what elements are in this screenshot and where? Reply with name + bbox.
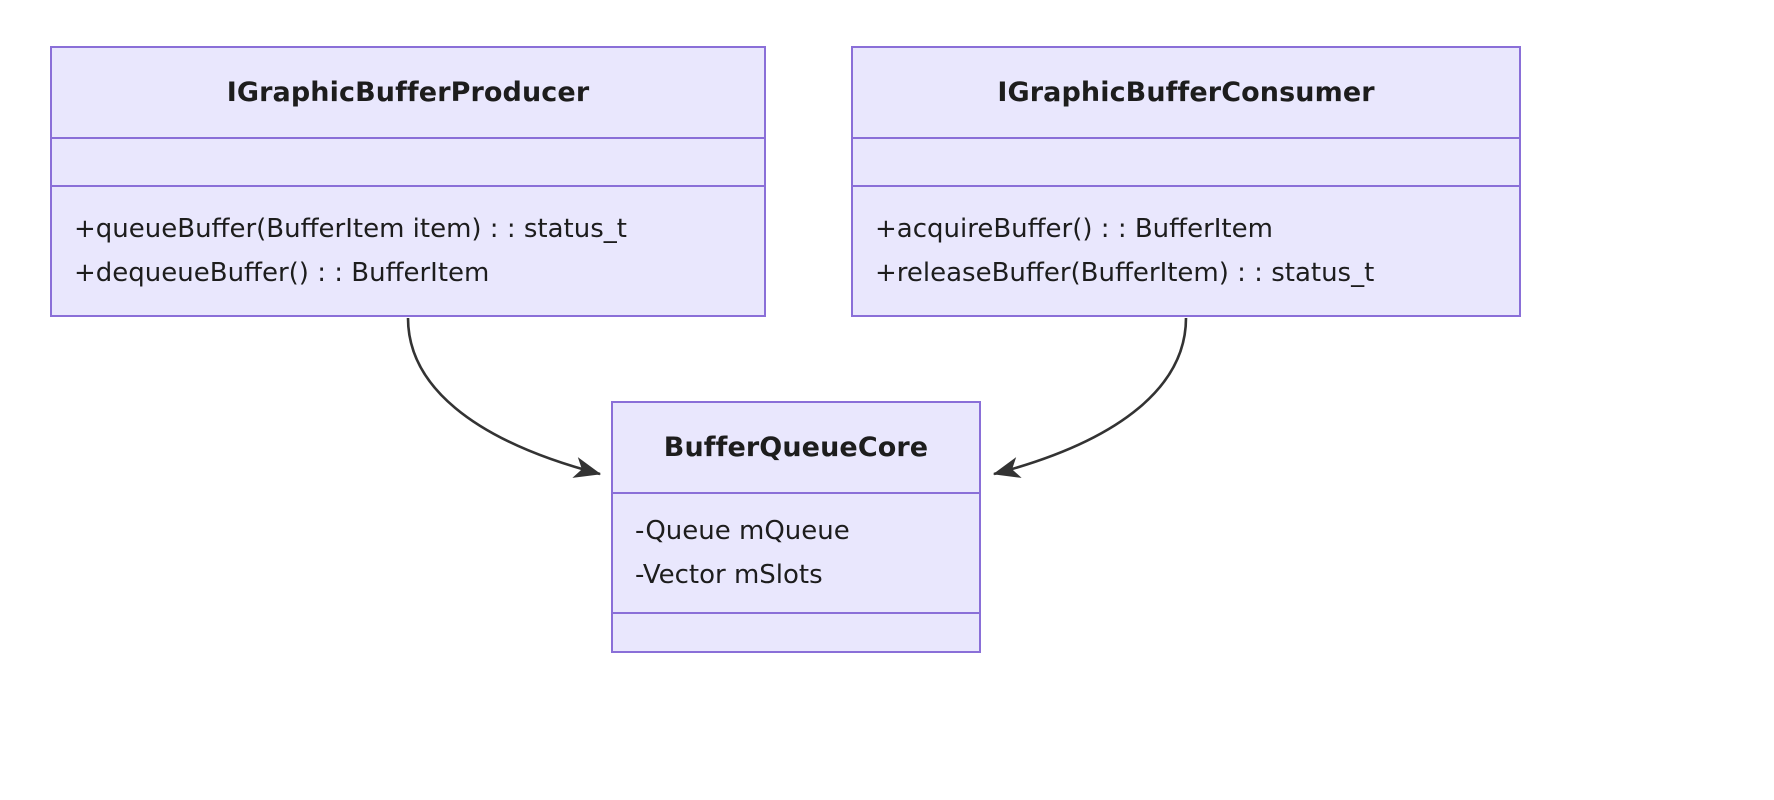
operations-compartment: +queueBuffer(BufferItem item) : : status… [52, 185, 764, 315]
class-name-label: BufferQueueCore [663, 432, 929, 463]
operation-row: +releaseBuffer(BufferItem) : : status_t [875, 258, 1375, 288]
class-name-compartment: IGraphicBufferConsumer [853, 48, 1519, 137]
operation-row: +queueBuffer(BufferItem item) : : status… [74, 214, 627, 245]
uml-class-bufferqueuecore[interactable]: BufferQueueCore -Queue mQueue -Vector mS… [611, 401, 981, 653]
operation-row: +acquireBuffer() : : BufferItem [875, 214, 1273, 245]
uml-class-igraphicbufferconsumer[interactable]: IGraphicBufferConsumer +acquireBuffer() … [851, 46, 1521, 317]
connector-producer-to-core [406, 317, 602, 478]
operations-compartment: +acquireBuffer() : : BufferItem +release… [853, 185, 1519, 315]
class-name-label: IGraphicBufferConsumer [997, 77, 1375, 108]
attributes-compartment [853, 137, 1519, 185]
attribute-row: -Queue mQueue [635, 516, 850, 547]
operations-compartment [613, 612, 979, 651]
class-name-compartment: BufferQueueCore [613, 403, 979, 492]
class-name-compartment: IGraphicBufferProducer [52, 48, 764, 137]
operation-row: +dequeueBuffer() : : BufferItem [74, 258, 490, 288]
attributes-compartment: -Queue mQueue -Vector mSlots [613, 492, 979, 612]
uml-class-igraphicbufferproducer[interactable]: IGraphicBufferProducer +queueBuffer(Buff… [50, 46, 766, 317]
attributes-compartment [52, 137, 764, 185]
connector-consumer-to-core [992, 317, 1188, 478]
attribute-row: -Vector mSlots [635, 560, 823, 590]
class-name-label: IGraphicBufferProducer [226, 77, 590, 108]
